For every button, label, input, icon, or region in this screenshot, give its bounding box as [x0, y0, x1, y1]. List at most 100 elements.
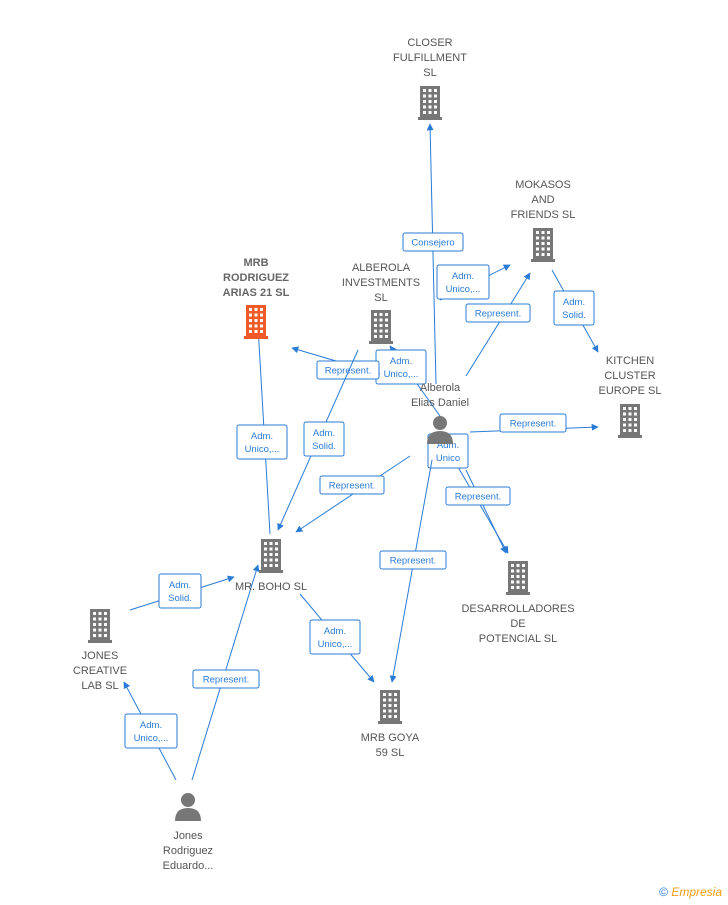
- edge-mokasos-to-kitchen[interactable]: Adm. Solid.: [551, 269, 599, 353]
- building-icon: [418, 86, 442, 120]
- edge-line: [389, 459, 433, 683]
- edge-jones_person-to-mr_boho[interactable]: Represent.: [191, 564, 260, 781]
- footer-brand: © Empresia: [659, 885, 722, 899]
- building-window: [628, 429, 632, 432]
- edge-jones_person-to-jones_creative[interactable]: Adm.Unico,...: [123, 681, 178, 781]
- building-window: [249, 313, 252, 317]
- building-window: [628, 407, 632, 410]
- building-window: [93, 617, 96, 621]
- edge-label-box: [499, 413, 567, 433]
- node-label: EUROPE SL: [599, 385, 662, 397]
- building-window: [536, 236, 539, 240]
- building-window: [428, 100, 432, 103]
- building-base: [88, 640, 112, 643]
- edge-label-text: Represent.: [203, 675, 249, 686]
- edge-alberola_person-to-mrb_goya[interactable]: Represent.: [379, 459, 447, 683]
- building-window: [516, 564, 520, 567]
- edge-label-text: Consejero: [411, 238, 454, 249]
- building-window: [423, 100, 426, 103]
- node-label: SL: [374, 292, 387, 304]
- building-window: [383, 715, 386, 718]
- building-window: [379, 329, 383, 333]
- building-window: [547, 253, 550, 256]
- building-window: [374, 313, 377, 316]
- building-window: [428, 111, 432, 114]
- building-window: [541, 253, 545, 256]
- building-window: [536, 247, 539, 251]
- building-window: [541, 247, 545, 251]
- building-window: [623, 423, 626, 427]
- building-window: [623, 412, 626, 416]
- edge-label-text: Represent.: [329, 481, 375, 492]
- node-label: JONES: [82, 650, 119, 662]
- node-label: Elias Daniel: [411, 397, 469, 409]
- edge-alberola_person-to-kitchen[interactable]: Represent.: [469, 413, 599, 433]
- edge-line: [465, 469, 507, 554]
- edge-alberola_person-to-mokasos[interactable]: Adm.Unico,...: [436, 264, 511, 301]
- edge-mr_boho-to-mrb_goya[interactable]: Adm.Unico,...: [299, 593, 375, 683]
- building-window: [623, 418, 626, 421]
- building-window: [516, 575, 520, 578]
- edge-mr_boho-to-mrb_rodriguez[interactable]: Adm.Unico,...: [236, 325, 288, 535]
- building-window: [434, 105, 437, 109]
- building-window: [522, 564, 525, 567]
- building-window: [249, 319, 252, 322]
- building-base: [378, 721, 402, 724]
- edge-label-text: Adm.: [140, 720, 162, 731]
- building-window: [264, 558, 267, 562]
- building-window: [385, 318, 388, 322]
- edge-alberola_person-to-closer[interactable]: Consejero: [402, 123, 464, 385]
- edge-jones_creative-to-mr_boho[interactable]: Adm.Solid.: [129, 573, 235, 611]
- building-window: [428, 89, 432, 92]
- building-window: [249, 308, 252, 311]
- edge-label-box: [192, 669, 260, 689]
- node-label: MOKASOS: [515, 179, 571, 191]
- building-window: [385, 335, 388, 338]
- edge-alberola_person-to-mr_boho[interactable]: Represent.: [295, 455, 411, 533]
- edge-label-box: [124, 713, 178, 749]
- building-window: [522, 580, 525, 584]
- node-jones_person[interactable]: JonesRodriguezEduardo...: [163, 793, 214, 872]
- edge-label-text: Adm.: [390, 356, 412, 367]
- building-window: [249, 324, 252, 328]
- edge-alberola_person-to-mokasos[interactable]: Represent.: [465, 272, 531, 377]
- building-window: [254, 308, 258, 311]
- building-window: [428, 94, 432, 98]
- edge-label-text: Adm.: [563, 297, 585, 308]
- node-label: DE: [510, 618, 525, 630]
- edge-alberola_inv-to-mrb_rodriguez[interactable]: Represent.: [291, 346, 381, 380]
- edge-alberola_inv-to-mr_boho[interactable]: Adm.Solid.: [277, 349, 359, 531]
- building-window: [275, 542, 278, 545]
- node-label: FRIENDS SL: [511, 209, 576, 221]
- building-window: [269, 558, 273, 562]
- edge-label-text: Represent.: [475, 309, 521, 320]
- node-label: MRB: [243, 257, 268, 269]
- edge-label-box: [465, 303, 531, 323]
- building-window: [623, 429, 626, 432]
- edge-label-box: [436, 264, 490, 300]
- node-mr_boho[interactable]: MR. BOHO SL: [235, 539, 307, 593]
- building-window: [516, 586, 520, 589]
- building-window: [634, 412, 637, 416]
- edge-label-text: Solid.: [562, 310, 586, 321]
- building-window: [104, 612, 107, 615]
- building-window: [394, 693, 397, 696]
- node-label: Eduardo...: [163, 860, 214, 872]
- building-window: [374, 318, 377, 322]
- person-body: [427, 431, 453, 444]
- building-icon: [259, 539, 283, 573]
- edge-label-text: Unico,...: [318, 639, 353, 650]
- node-label: DESARROLLADORES: [461, 603, 574, 615]
- edge-alberola_person-to-desarrolladores[interactable]: Represent.: [445, 469, 511, 554]
- building-window: [388, 693, 392, 696]
